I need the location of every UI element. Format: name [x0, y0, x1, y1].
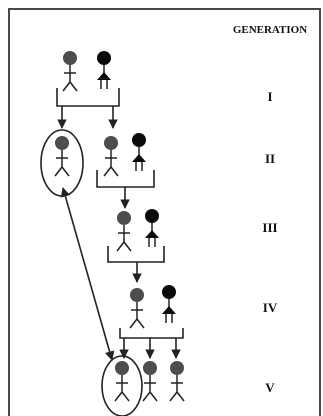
marriage-bracket-gen-IV	[119, 328, 184, 339]
stick-figure-male-icon	[54, 136, 70, 177]
generation-label-I: I	[267, 89, 272, 104]
stick-figure-male-icon	[103, 136, 119, 177]
stick-figure-male-icon	[129, 288, 145, 329]
marriage-bracket-gen-III	[107, 246, 165, 263]
pedigree-figures	[54, 51, 185, 402]
relation-arrow	[60, 187, 115, 361]
highlight-circle-gen-II	[40, 129, 84, 197]
pedigree-lines	[40, 88, 184, 416]
stick-figure-male-icon	[142, 361, 158, 402]
stick-figure-male-icon	[116, 211, 132, 252]
stick-figure-female-icon	[145, 209, 159, 247]
highlight-circle-gen-V	[101, 355, 143, 416]
generation-header: GENERATION	[233, 24, 307, 36]
stick-figure-male-icon	[62, 51, 78, 92]
stick-figure-female-icon	[162, 285, 176, 323]
stick-figure-male-icon	[169, 361, 185, 402]
marriage-bracket-gen-II	[96, 170, 155, 188]
generation-label-III: III	[262, 220, 277, 235]
generation-label-V: V	[265, 380, 275, 395]
figure-frame	[8, 8, 321, 416]
generation-label-II: II	[265, 151, 275, 166]
stick-figure-female-icon	[97, 51, 111, 89]
stick-figure-female-icon	[132, 133, 146, 171]
stick-figure-male-icon	[114, 361, 130, 402]
marriage-bracket-gen-I	[56, 88, 120, 107]
generation-label-IV: IV	[263, 300, 278, 315]
